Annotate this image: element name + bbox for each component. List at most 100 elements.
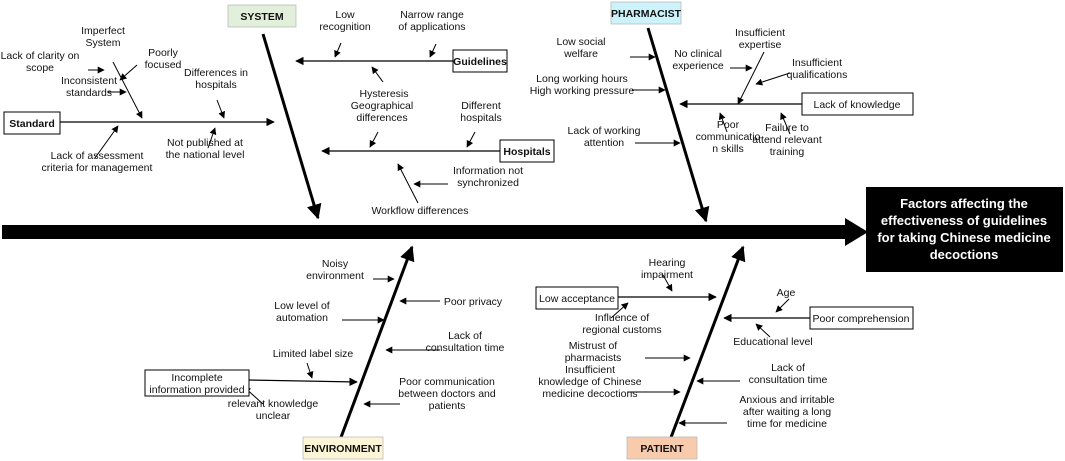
box-incomplete-info-line-2: information provided bbox=[149, 384, 244, 396]
category-pharmacist-box bbox=[610, 1, 682, 25]
box-guidelines-label: Guidelines bbox=[453, 56, 507, 68]
cause-line: Differences in bbox=[184, 67, 248, 79]
cause-line: time for medicine bbox=[747, 418, 827, 430]
sub-bones bbox=[60, 56, 810, 387]
cause-line: Failure to bbox=[765, 122, 809, 134]
box-standard-label: Standard bbox=[9, 118, 55, 130]
cause-educational: Educational level bbox=[733, 336, 812, 348]
cause-line: Educational level bbox=[733, 336, 812, 348]
bone-environment bbox=[338, 245, 415, 441]
box-low-acceptance-label: Low acceptance bbox=[539, 293, 615, 305]
cause-line: Insufficient bbox=[792, 57, 842, 69]
cause-line: attend relevant bbox=[752, 134, 822, 146]
cause-line: expertise bbox=[739, 39, 782, 51]
cause-limited-label: Limited label size bbox=[273, 348, 354, 360]
cause-line: Poor privacy bbox=[444, 296, 503, 308]
cause-line: Not published at bbox=[167, 137, 243, 149]
cause-line: qualifications bbox=[787, 69, 848, 81]
cause-line: Limited label size bbox=[273, 348, 354, 360]
cause-line: synchronized bbox=[457, 177, 519, 189]
cause-line: relevant knowledge bbox=[228, 398, 319, 410]
box-lack-of-knowledge: Lack of knowledge bbox=[801, 92, 914, 116]
cause-line: training bbox=[770, 146, 805, 158]
category-pharmacist: PHARMACIST bbox=[610, 1, 682, 25]
cause-line: Poor bbox=[717, 119, 740, 131]
box-poor-comprehension-label: Poor comprehension bbox=[813, 313, 910, 325]
cause-line: recognition bbox=[319, 21, 371, 33]
cause-line: Low bbox=[335, 9, 355, 21]
category-patient: PATIENT bbox=[626, 436, 698, 460]
cause-line: criteria for management bbox=[42, 162, 153, 174]
box-incomplete-info: Incomplete information provided bbox=[144, 369, 250, 397]
main-bones bbox=[261, 27, 746, 441]
cause-line: regional customs bbox=[582, 324, 661, 336]
cause-line: patients bbox=[429, 400, 466, 412]
cause-line: Mistrust of bbox=[569, 340, 618, 352]
cause-hysteresis: Hysteresis bbox=[359, 88, 408, 100]
cause-line: Information not bbox=[453, 165, 523, 177]
sub-bone-incomplete-info bbox=[248, 377, 358, 387]
cause-line: Lack of bbox=[771, 362, 805, 374]
head-line-2: effectiveness of guidelines bbox=[881, 213, 1047, 228]
cause-line: n skills bbox=[712, 143, 744, 155]
cause-line: after waiting a long bbox=[743, 406, 831, 418]
cause-line: pharmacists bbox=[565, 352, 622, 364]
cause-line: Workflow differences bbox=[371, 205, 468, 217]
bone-patient bbox=[668, 245, 746, 441]
cause-line: focused bbox=[145, 59, 182, 71]
cause-line: knowledge of Chinese bbox=[538, 376, 641, 388]
cause-line: Lack of bbox=[448, 330, 482, 342]
box-poor-comprehension: Poor comprehension bbox=[809, 306, 914, 330]
cause-line: hospitals bbox=[195, 79, 236, 91]
cause-line: Hearing bbox=[649, 257, 686, 269]
cause-line: System bbox=[85, 37, 120, 49]
head-line-1: Factors affecting the bbox=[900, 196, 1028, 211]
cause-line: consultation time bbox=[426, 342, 505, 354]
cause-line: Narrow range bbox=[400, 9, 464, 21]
box-standard: Standard bbox=[3, 111, 61, 135]
cause-line: Insufficient bbox=[735, 27, 785, 39]
cause-line: impairment bbox=[641, 269, 693, 281]
category-system-box bbox=[227, 4, 297, 28]
category-environment: ENVIRONMENT bbox=[302, 436, 384, 460]
cause-line: medicine decoctions bbox=[542, 388, 637, 400]
category-patient-box bbox=[626, 436, 698, 460]
cause-poor-privacy: Poor privacy bbox=[444, 296, 503, 308]
cause-line: Influence of bbox=[595, 312, 649, 324]
bone-system bbox=[261, 33, 322, 220]
cause-line: hospitals bbox=[460, 112, 501, 124]
cause-line: Long working hours bbox=[536, 73, 628, 85]
cause-line: Poorly bbox=[148, 47, 179, 59]
cause-line: Lack of clarity on bbox=[1, 50, 80, 62]
head-line-3: for taking Chinese medicine bbox=[877, 230, 1050, 245]
cause-age: Age bbox=[777, 287, 796, 299]
cause-line: experience bbox=[672, 60, 724, 72]
cause-line: differences bbox=[356, 112, 407, 124]
cause-line: Different bbox=[461, 100, 501, 112]
cause-line: between doctors and bbox=[398, 388, 496, 400]
box-incomplete-info-line-1: Incomplete bbox=[171, 372, 223, 384]
